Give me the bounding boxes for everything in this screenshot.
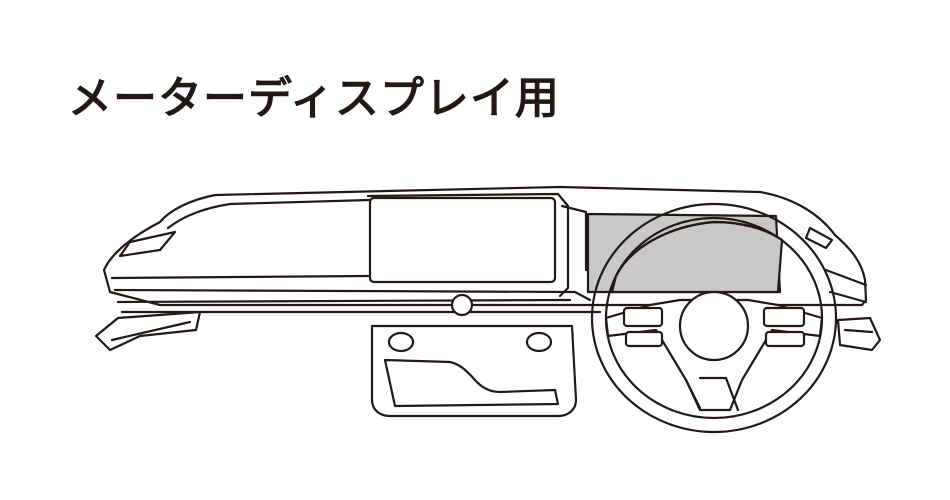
left-console-knob	[387, 331, 415, 353]
right-upper-vent	[804, 226, 834, 250]
right-spoke-button-upper	[762, 306, 806, 328]
right-console-knob	[525, 331, 553, 353]
left-spoke-button-lower	[624, 330, 664, 348]
right-lower-vent	[836, 316, 882, 352]
center-knob	[450, 293, 474, 317]
left-upper-vent	[118, 230, 177, 258]
steering-wheel-hub	[678, 290, 750, 362]
left-spoke-button-upper	[622, 306, 664, 328]
page-title: メーターディスプレイ用	[68, 73, 560, 124]
center-display	[368, 196, 557, 284]
steering-wheel-rim	[590, 202, 838, 434]
right-spoke-button-lower	[764, 330, 806, 348]
center-console	[370, 324, 578, 418]
